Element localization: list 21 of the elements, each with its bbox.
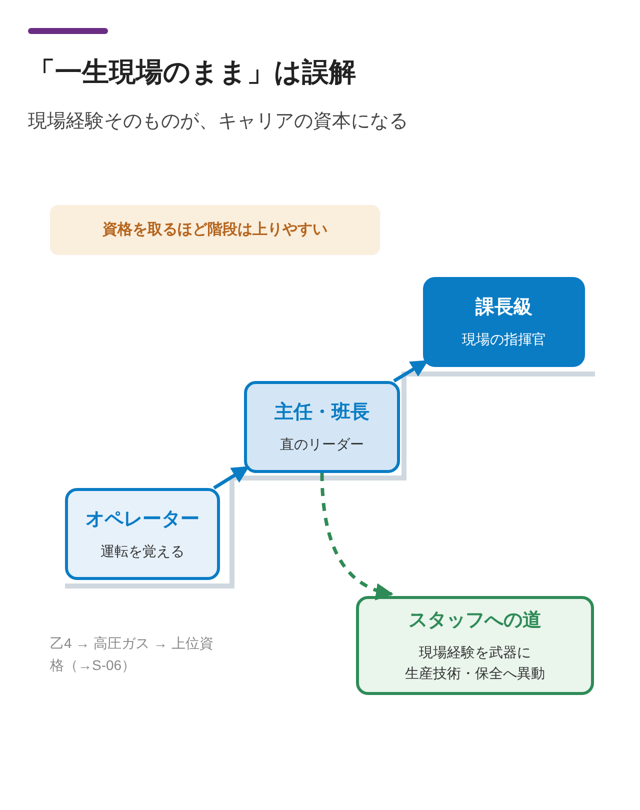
box-heading: 資格を取るほど階段は上りやすい <box>102 220 328 240</box>
note-tag <box>50 205 380 255</box>
box-heading: 主任・班長 <box>274 400 370 426</box>
subtitle: 現場経験そのものが、キャリアの資本になる <box>28 110 408 134</box>
branch-box <box>356 596 594 695</box>
box-heading: オペレーター <box>86 508 200 532</box>
step-box <box>244 381 400 473</box>
box-text: 直のリーダー <box>280 434 364 454</box>
box-text: 現場の指揮官 <box>462 330 546 349</box>
step-box <box>65 488 220 580</box>
step-box <box>423 277 585 367</box>
arrow <box>213 466 250 490</box>
box-heading: 課長級 <box>476 296 532 320</box>
box-text: 運転を覚える <box>100 542 184 561</box>
arrow <box>320 472 394 600</box>
note-text: 乙4 → 高圧ガス → 上位資格（→S-06） <box>50 634 214 676</box>
arrow <box>393 360 428 382</box>
box-text: 現場経験を武器に <box>419 642 531 662</box>
box-heading: スタッフへの道 <box>408 609 542 634</box>
title: 「一生現場のまま」は誤解 <box>28 56 356 89</box>
box-text: 生産技術・保全へ異動 <box>405 664 545 683</box>
